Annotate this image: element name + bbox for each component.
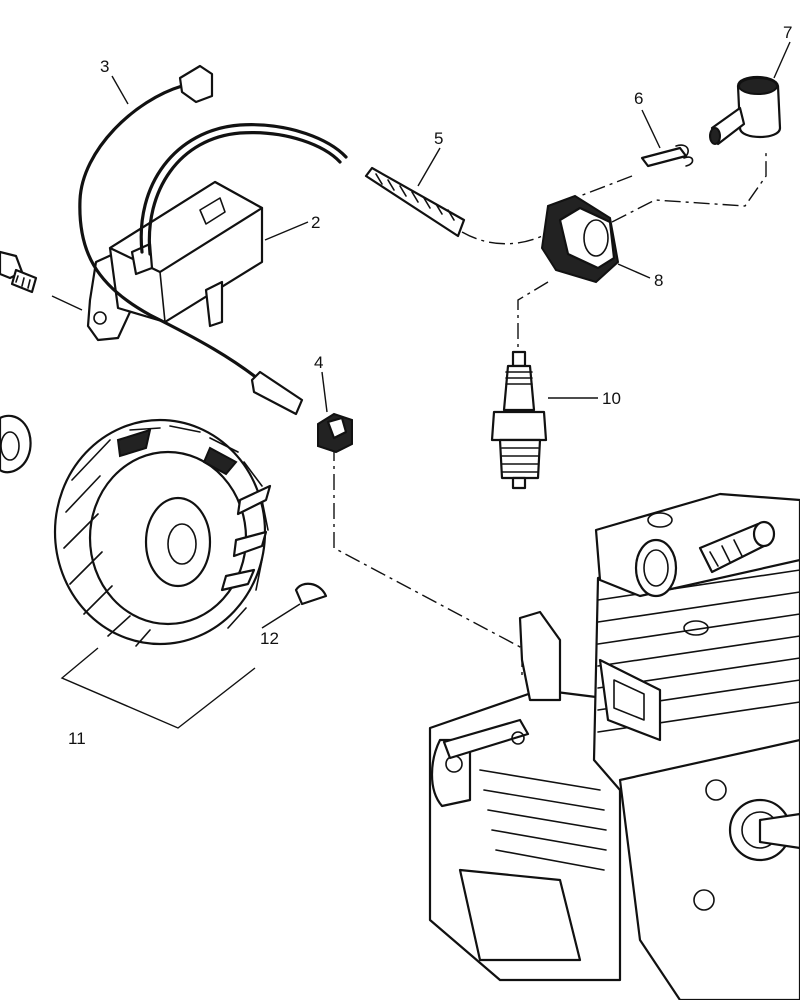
leader-4	[321, 371, 328, 413]
callout-8: 8	[654, 271, 663, 290]
leader-7	[773, 41, 791, 79]
callout-5: 5	[434, 129, 443, 148]
leader-3	[111, 75, 129, 105]
ignition-coil	[86, 180, 264, 342]
spark-plug-cap	[709, 75, 782, 146]
callout-7: 7	[783, 23, 792, 42]
stop-wire	[78, 64, 304, 416]
callout-10: 10	[602, 389, 621, 408]
assembly-line-sleeve	[461, 231, 543, 245]
assembly-line-cap	[611, 150, 767, 223]
callout-11: 11	[68, 729, 86, 748]
assembly-line-clip	[333, 445, 523, 680]
mounting-bolt	[0, 250, 38, 294]
clamp-nut	[317, 412, 353, 454]
leader-8	[617, 263, 651, 279]
woodruff-key	[294, 582, 328, 606]
callout-2: 2	[311, 213, 320, 232]
callout-6: 6	[634, 89, 643, 108]
assembly-line-clip-6	[579, 175, 633, 197]
leader-12	[261, 603, 301, 629]
spring-clip	[640, 144, 694, 168]
leader-bolt	[51, 295, 83, 311]
stop-wire-connector	[250, 370, 304, 416]
washer-nut	[0, 414, 32, 474]
callout-labels: 2 3 4 5 6 7 8 10 11 12	[68, 23, 792, 748]
callout-4: 4	[314, 353, 323, 372]
leader-6	[641, 109, 661, 149]
leader-11	[60, 647, 256, 729]
assembly-line-plug	[517, 281, 549, 352]
high-tension-lead	[139, 123, 348, 254]
spring-sleeve	[364, 166, 466, 238]
flywheel	[53, 418, 272, 647]
stop-wire-terminal	[178, 64, 214, 104]
leader-5	[417, 147, 441, 187]
high-tension-lead-edge	[147, 131, 342, 256]
engine-block	[428, 492, 800, 1000]
spark-plug	[490, 350, 548, 490]
leader-2	[264, 221, 309, 241]
callout-12: 12	[260, 629, 279, 648]
leader-lines	[51, 41, 791, 729]
callout-3: 3	[100, 57, 109, 76]
plug-boot	[540, 194, 620, 284]
